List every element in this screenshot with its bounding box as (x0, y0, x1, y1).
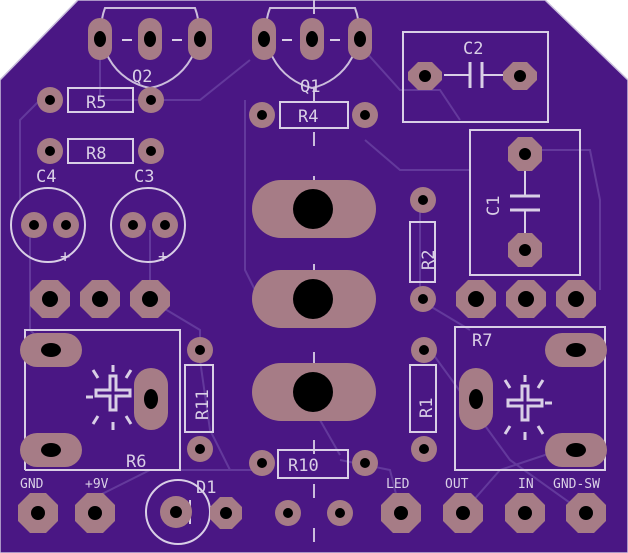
drill-holes (29, 31, 593, 520)
r7-outline (454, 326, 606, 471)
r4-label: R4 (298, 107, 318, 127)
r6-label: R6 (126, 452, 146, 472)
r8-outline (67, 138, 134, 164)
gnd-sw-label: GND-SW (553, 477, 600, 492)
connector-labels: GND +9V LED OUT IN GND-SW (20, 477, 600, 492)
r10-outline (277, 449, 349, 479)
r2-label: R2 (419, 250, 439, 270)
r5-outline (67, 87, 134, 113)
r10-label: R10 (288, 456, 319, 476)
q1-label: Q1 (300, 77, 320, 97)
c3-label: C3 (134, 167, 154, 187)
r4-outline (279, 101, 349, 129)
c2-label: C2 (463, 39, 483, 59)
r8-label: R8 (86, 144, 106, 164)
r2-outline (409, 221, 436, 283)
c1-label: C1 (484, 196, 504, 216)
component-labels: Q2 Q1 C2 R5 R4 R8 C4 C3 + + C1 R2 R11 R1… (36, 39, 504, 498)
c4-plus: + (60, 247, 70, 267)
c2-outline (402, 31, 549, 123)
in-label: IN (518, 477, 534, 492)
r11-outline (184, 364, 214, 433)
r5-label: R5 (86, 93, 106, 113)
r7-label: R7 (472, 331, 492, 351)
q2-label: Q2 (132, 67, 152, 87)
c4-label: C4 (36, 167, 56, 187)
c4-outline (10, 187, 86, 263)
out-label: OUT (445, 477, 469, 492)
c3-outline (110, 187, 186, 263)
r6-crosshair (86, 365, 133, 430)
gnd-label: GND (20, 477, 44, 492)
v9-label: +9V (85, 477, 109, 492)
r11-label: R11 (193, 389, 213, 420)
r1-outline (409, 364, 437, 433)
r6-outline (24, 329, 181, 471)
r1-label: R1 (417, 398, 437, 418)
d1-label: D1 (196, 478, 216, 498)
r7-crosshair (503, 375, 552, 440)
c3-plus: + (158, 247, 168, 267)
led-label: LED (386, 477, 410, 492)
c1-outline (469, 129, 581, 276)
